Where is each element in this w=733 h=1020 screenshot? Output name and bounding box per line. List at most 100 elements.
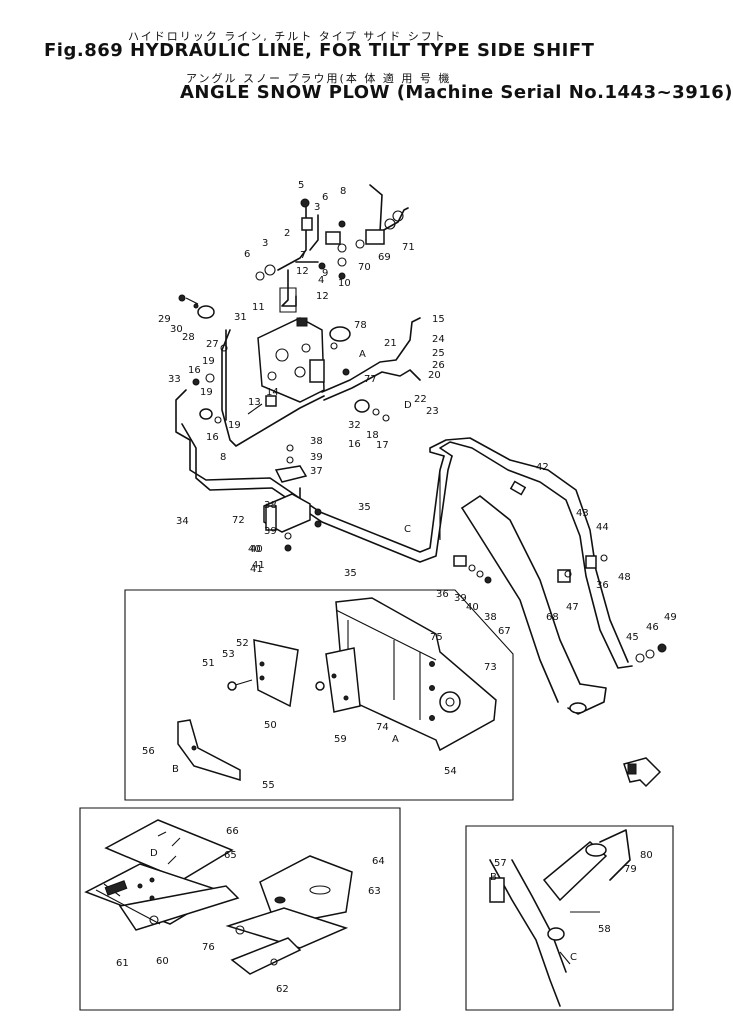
callout-label: 12	[296, 266, 309, 277]
callout-label: 23	[426, 406, 439, 417]
callout-label: 44	[596, 522, 609, 533]
figure-number: Fig.869	[44, 40, 124, 61]
callout-label: 40	[248, 544, 261, 555]
callout-label: 48	[618, 572, 631, 583]
callout-label: 75	[430, 632, 443, 643]
callout-label: 57	[494, 858, 507, 869]
callout-label: D	[404, 400, 412, 411]
left-fittings	[178, 294, 390, 424]
callout-label: 29	[158, 314, 171, 325]
callout-label: B	[490, 872, 497, 883]
callout-label: 67	[498, 626, 511, 637]
callout-label: 38	[310, 436, 323, 447]
page-title: HYDRAULIC LINE, FOR TILT TYPE SIDE SHIFT	[130, 40, 595, 61]
bottom-right-inset-frame	[465, 825, 674, 1011]
page-subtitle: ANGLE SNOW PLOW (Machine Serial No.1443~…	[180, 82, 733, 103]
callout-label: 20	[428, 370, 441, 381]
callout-label: 77	[364, 374, 377, 385]
callout-label: 19	[228, 420, 241, 431]
callout-label: 4	[318, 275, 324, 286]
callout-label: 33	[168, 374, 181, 385]
callout-label: 50	[264, 720, 277, 731]
callout-label: 24	[432, 334, 445, 345]
callout-label: 34	[176, 516, 189, 527]
callout-label: 58	[598, 924, 611, 935]
tilt-frame-arm	[461, 495, 607, 715]
callout-label: 38	[264, 500, 277, 511]
callout-label: 76	[202, 942, 215, 953]
callout-label: 63	[368, 886, 381, 897]
callout-label: 41	[252, 560, 265, 571]
callout-label: 70	[358, 262, 371, 273]
callout-label: 13	[248, 397, 261, 408]
callout-label: 60	[156, 956, 169, 967]
callout-label: 80	[640, 850, 653, 861]
callout-label: 22	[414, 394, 427, 405]
callout-label: 46	[646, 622, 659, 633]
callout-label: D	[150, 848, 158, 859]
callout-label: 14	[266, 387, 279, 398]
callout-label: B	[172, 764, 179, 775]
pipe-69-assembly	[355, 184, 409, 249]
callout-label: 19	[202, 356, 215, 367]
callout-label: A	[359, 349, 366, 360]
callout-label: 8	[220, 452, 226, 463]
callout-label: 30	[170, 324, 183, 335]
valve-top-fittings	[255, 198, 347, 313]
bottom-left-inset-frame	[79, 807, 401, 1011]
callout-label: 28	[182, 332, 195, 343]
callout-label: 40	[466, 602, 479, 613]
callout-label: 36	[436, 589, 449, 600]
callout-label: 6	[244, 249, 250, 260]
callout-label: 21	[384, 338, 397, 349]
callout-label: 6	[322, 192, 328, 203]
callout-label: 69	[378, 252, 391, 263]
callout-label: 38	[484, 612, 497, 623]
callout-label: 42	[536, 462, 549, 473]
callout-label: 35	[358, 502, 371, 513]
callout-label: 32	[348, 420, 361, 431]
control-valve	[257, 317, 325, 403]
callout-label: 15	[432, 314, 445, 325]
callout-label: 2	[284, 228, 290, 239]
callout-label: 65	[224, 850, 237, 861]
callout-label: 78	[354, 320, 367, 331]
callout-label: 16	[348, 439, 361, 450]
callout-label: 16	[206, 432, 219, 443]
callout-label: 39	[264, 526, 277, 537]
callout-label: 59	[334, 734, 347, 745]
callout-label: 66	[226, 826, 239, 837]
callout-label: C	[404, 524, 411, 535]
callout-label: 10	[338, 278, 351, 289]
callout-label: 74	[376, 722, 389, 733]
callout-label: 7	[300, 250, 306, 261]
callout-label: 54	[444, 766, 457, 777]
callout-label: 19	[200, 387, 213, 398]
direction-arrow-icon	[623, 757, 662, 788]
callout-label: 11	[252, 302, 265, 313]
callout-label: 64	[372, 856, 385, 867]
callout-label: 36	[596, 580, 609, 591]
callout-label: 9	[322, 268, 328, 279]
callout-label: 55	[262, 780, 275, 791]
callout-label: 8	[340, 186, 346, 197]
callout-label: C	[570, 952, 577, 963]
callout-label: 17	[376, 440, 389, 451]
callout-label: 47	[566, 602, 579, 613]
callout-label: 27	[206, 339, 219, 350]
callout-label: 53	[222, 649, 235, 660]
callout-label: 51	[202, 658, 215, 669]
callout-label: 62	[276, 984, 289, 995]
callout-label: 26	[432, 360, 445, 371]
guard-plate-assembly	[227, 597, 497, 752]
callout-label: 39	[454, 593, 467, 604]
callout-label: 3	[314, 202, 320, 213]
japanese-subtitle: アングル スノー プラウ用(本 体 適 用 号 機	[186, 72, 452, 85]
callout-label: 12	[316, 291, 329, 302]
callout-label: 35	[344, 568, 357, 579]
callout-label: 72	[232, 515, 245, 526]
callout-label: 71	[402, 242, 415, 253]
callout-label: 25	[432, 348, 445, 359]
callout-label: 31	[234, 312, 247, 323]
